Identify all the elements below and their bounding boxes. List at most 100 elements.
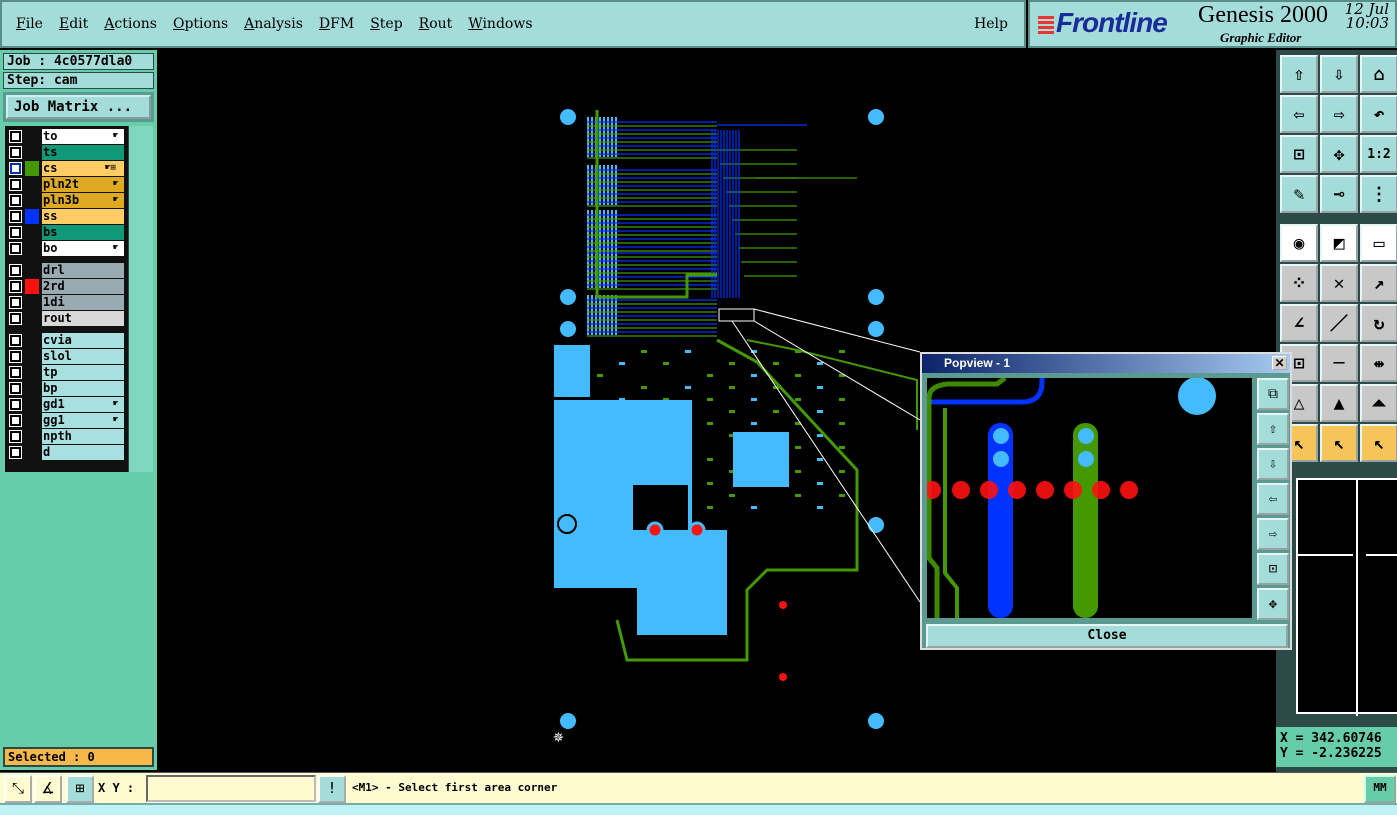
layer-name[interactable]: bs [42, 225, 124, 240]
layer-checkbox[interactable] [9, 146, 22, 159]
menu-rout[interactable]: Rout [418, 16, 453, 32]
job-matrix-button[interactable]: Job Matrix ... [6, 95, 151, 119]
layer-name[interactable]: 2rd [42, 279, 124, 294]
layer-row-to[interactable]: to☛ [7, 129, 126, 144]
delete-icon[interactable]: ✕ [1320, 264, 1358, 302]
layer-name[interactable]: 1di [42, 295, 124, 310]
layer-checkbox[interactable] [9, 162, 22, 175]
layer-name[interactable]: drl [42, 263, 124, 278]
menu-help[interactable]: Help [974, 16, 1008, 32]
layer-color-swatch[interactable] [25, 429, 39, 444]
move-point-icon[interactable]: ↗ [1360, 264, 1397, 302]
layer-name[interactable]: cvia [42, 333, 124, 348]
snap-icon[interactable]: ⊸ [1320, 175, 1358, 213]
layer-name[interactable]: gd1 [42, 397, 124, 412]
layer-row-ss[interactable]: ss [7, 209, 126, 224]
layer-name[interactable]: ts [42, 145, 124, 160]
connect-icon[interactable]: ⁘ [1280, 264, 1318, 302]
zoom-area-button[interactable]: ⤡ [4, 775, 32, 803]
layer-name[interactable]: slol [42, 349, 124, 364]
move-right-icon[interactable]: ⇨ [1320, 95, 1358, 133]
layer-row-rout[interactable]: rout [7, 311, 126, 326]
menu-file[interactable]: File [16, 16, 43, 32]
layer-name[interactable]: npth [42, 429, 124, 444]
popview-pan-down-icon[interactable]: ⇩ [1257, 448, 1289, 480]
layer-name[interactable]: gg1 [42, 413, 124, 428]
layer-row-2rd[interactable]: 2rd [7, 279, 126, 294]
layer-checkbox[interactable] [9, 398, 22, 411]
layer-checkbox[interactable] [9, 296, 22, 309]
menu-actions[interactable]: Actions [104, 16, 157, 32]
popview-zoom-icon[interactable]: ⧉ [1257, 378, 1289, 410]
line-icon[interactable]: ／ [1320, 304, 1358, 342]
grid-button[interactable]: ⊞ [66, 775, 94, 803]
layer-color-swatch[interactable] [25, 445, 39, 460]
popview-zoom-out-icon[interactable]: ✥ [1257, 588, 1289, 620]
overview-map[interactable] [1296, 478, 1397, 716]
layer-name[interactable]: pln2t [42, 177, 124, 192]
menu-step[interactable]: Step [370, 16, 403, 32]
zoom-fit-icon[interactable]: ⊡ [1280, 135, 1318, 173]
layer-checkbox[interactable] [9, 312, 22, 325]
layer-color-swatch[interactable] [25, 209, 39, 224]
popview-canvas[interactable] [923, 376, 1252, 618]
menu-edit[interactable]: Edit [58, 16, 89, 32]
popview-pan-left-icon[interactable]: ⇦ [1257, 483, 1289, 515]
popview-pan-right-icon[interactable]: ⇨ [1257, 518, 1289, 550]
layer-color-swatch[interactable] [25, 413, 39, 428]
layer-color-swatch[interactable] [25, 177, 39, 192]
layer-name[interactable]: cs [42, 161, 124, 176]
layer-row-tp[interactable]: tp [7, 365, 126, 380]
popview-titlebar[interactable]: Popview - 1 ✕ [922, 354, 1290, 373]
layer-row-bs[interactable]: bs [7, 225, 126, 240]
layer-checkbox[interactable] [9, 194, 22, 207]
layer-name[interactable]: pln3b [42, 193, 124, 208]
triangle-2-icon[interactable]: ▲ [1320, 384, 1358, 422]
layer-row-bo[interactable]: bo☛ [7, 241, 126, 256]
layer-color-swatch[interactable] [25, 333, 39, 348]
menu-windows[interactable]: Windows [468, 16, 533, 32]
menu-analysis[interactable]: Analysis [244, 16, 303, 32]
popview-pan-up-icon[interactable]: ⇧ [1257, 413, 1289, 445]
layer-checkbox[interactable] [9, 446, 22, 459]
layer-name[interactable]: tp [42, 365, 124, 380]
layer-name[interactable]: bp [42, 381, 124, 396]
layer-color-swatch[interactable] [25, 225, 39, 240]
layer-checkbox[interactable] [9, 226, 22, 239]
layer-name[interactable]: to [42, 129, 124, 144]
layer-color-swatch[interactable] [25, 145, 39, 160]
layer-checkbox[interactable] [9, 242, 22, 255]
layer-name[interactable]: rout [42, 311, 124, 326]
alert-button[interactable]: ! [318, 775, 346, 803]
layer-row-gg1[interactable]: gg1☛ [7, 413, 126, 428]
units-button[interactable]: MM [1364, 775, 1396, 803]
menu-dfm[interactable]: DFM [318, 16, 355, 32]
select-feature-icon[interactable]: ◉ [1280, 224, 1318, 262]
layer-checkbox[interactable] [9, 350, 22, 363]
home-icon[interactable]: ⌂ [1360, 55, 1397, 93]
layer-color-swatch[interactable] [25, 279, 39, 294]
triangle-3-icon[interactable]: ⏶ [1360, 384, 1397, 422]
layer-row-bp[interactable]: bp [7, 381, 126, 396]
layer-row-pln2t[interactable]: pln2t☛ [7, 177, 126, 192]
layer-color-swatch[interactable] [25, 349, 39, 364]
highlight-icon[interactable]: ◩ [1320, 224, 1358, 262]
layer-row-gd1[interactable]: gd1☛ [7, 397, 126, 412]
layer-color-swatch[interactable] [25, 193, 39, 208]
layer-scrollbar[interactable] [128, 126, 153, 472]
move-down-icon[interactable]: ⇩ [1320, 55, 1358, 93]
popview-zoom-in-icon[interactable]: ⊡ [1257, 553, 1289, 585]
layer-checkbox[interactable] [9, 334, 22, 347]
layer-row-slol[interactable]: slol [7, 349, 126, 364]
layer-color-swatch[interactable] [25, 161, 39, 176]
layer-color-swatch[interactable] [25, 241, 39, 256]
undo-view-icon[interactable]: ↶ [1360, 95, 1397, 133]
layer-name[interactable]: d [42, 445, 124, 460]
layer-row-npth[interactable]: npth [7, 429, 126, 444]
netlist-icon[interactable]: ⋮ [1360, 175, 1397, 213]
layer-checkbox[interactable] [9, 430, 22, 443]
layer-row-cvia[interactable]: cvia [7, 333, 126, 348]
pointer-box-icon[interactable]: ↖ [1320, 424, 1358, 462]
zoom-center-icon[interactable]: ✥ [1320, 135, 1358, 173]
measure-angle-button[interactable]: ∡ [34, 775, 62, 803]
